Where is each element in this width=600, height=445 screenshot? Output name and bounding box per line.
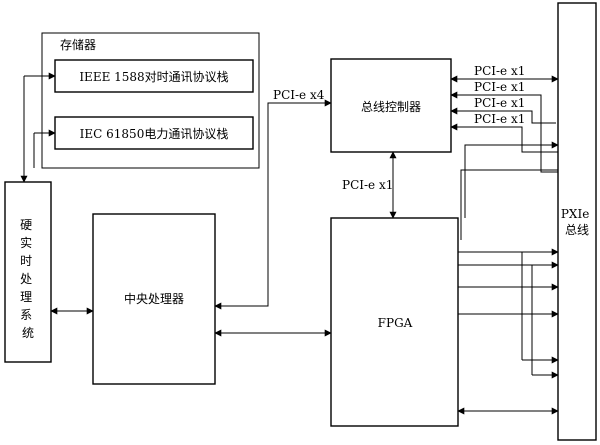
bus-pxie-link-2-label: PCI-e x1	[474, 80, 525, 94]
fpga-right-pxie-links	[457, 248, 559, 415]
bus-pxie-link-3	[450, 107, 556, 124]
bus-pxie-link-4	[450, 123, 558, 153]
ieee1588-stack-label: IEEE 1588对时通讯协议栈	[79, 69, 228, 84]
bus-pxie-link-4-label: PCI-e x1	[474, 112, 525, 126]
bus-controller-label: 总线控制器	[361, 100, 421, 114]
ieee1588-stack-box	[54, 59, 254, 93]
bus-pxie-link-1-label: PCI-e x1	[474, 64, 525, 78]
bus-fpga-link-label: PCI-e x1	[342, 178, 393, 192]
bus-pxie-link-3-label: PCI-e x1	[474, 96, 525, 110]
fpga-top-pxie-link-2	[460, 169, 558, 240]
fpga-box	[330, 217, 459, 427]
cpu-bus-link-label: PCI-e x4	[273, 88, 325, 102]
cpu-box	[92, 213, 216, 385]
storage-to-hard-realtime-link	[20, 72, 56, 183]
pxie-bus-box	[557, 2, 597, 441]
cpu-label: 中央处理器	[124, 291, 184, 306]
storage-label: 存储器	[60, 37, 96, 52]
hard-realtime-label: 硬 实 时 处 理 系 统	[20, 218, 36, 340]
iec61850-stack-label: IEC 61850电力通讯协议栈	[80, 126, 229, 141]
cpu-bus-controller-link	[214, 99, 332, 310]
hard-realtime-box	[4, 181, 52, 363]
fpga-label: FPGA	[378, 316, 413, 330]
bus-pxie-link-2	[450, 91, 558, 173]
pxie-bus-label: PXIe 总线	[561, 207, 593, 237]
fpga-top-pxie-link-1	[464, 141, 559, 218]
